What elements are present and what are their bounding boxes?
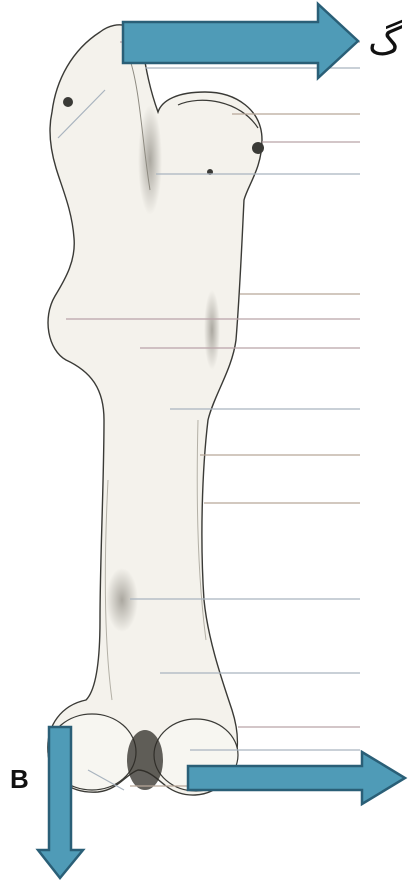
top-label-glyph: گ [368, 22, 402, 60]
view-letter-label: B [10, 766, 29, 792]
fossa-shading [106, 568, 138, 632]
humerus-bone [48, 25, 264, 795]
tubercle-dot-2 [252, 142, 264, 154]
groove-shading [127, 730, 163, 790]
ridge-shading [204, 290, 220, 370]
tubercle-dot-1 [63, 97, 73, 107]
top-right-arrow [123, 4, 358, 78]
